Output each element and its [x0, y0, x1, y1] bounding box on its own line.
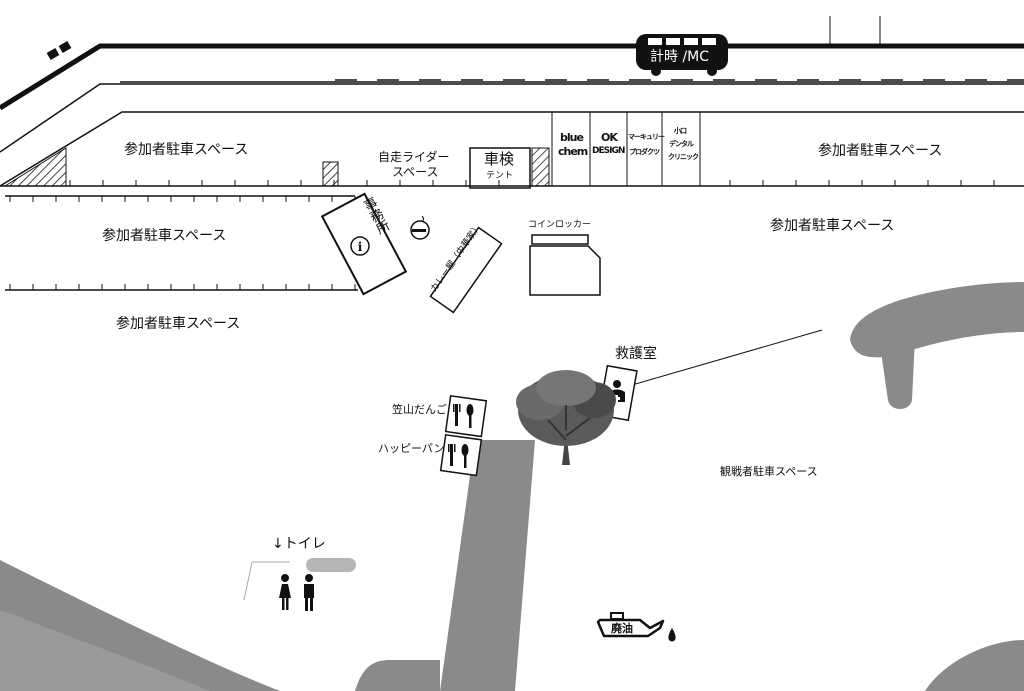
booth-oguchi-line2: デンタル — [669, 140, 694, 148]
parking-participants-label-3: 参加者駐車スペース — [102, 228, 227, 244]
self-rider-space-label-line2: スペース — [392, 165, 439, 179]
leader-line — [631, 329, 823, 386]
booth-ok-design-line2: DESIGN — [592, 146, 625, 156]
booth-blue-chem-line2: chem — [558, 145, 588, 158]
bus-icon — [636, 34, 728, 76]
office-building — [320, 192, 408, 296]
first-aid-label: 救護室 — [615, 346, 657, 362]
parking-participants-label-2: 参加者駐車スペース — [818, 143, 943, 159]
oil-can-icon — [596, 612, 676, 642]
tree-icon — [516, 370, 616, 465]
roads — [0, 282, 1024, 691]
happy-pan-label: ハッピーパン — [378, 442, 445, 455]
booth-mercury-line2: プロダクツ — [629, 148, 660, 156]
inspection-tent-label-line2: テント — [486, 171, 514, 181]
toilet-icon — [243, 561, 314, 611]
booth-blue-chem-line1: blue — [560, 131, 584, 144]
booth-oguchi-line1: 小口 — [674, 127, 687, 135]
parking-participants-label-4: 参加者駐車スペース — [770, 218, 895, 234]
hatched-zones — [3, 147, 550, 187]
parking-participants-label-1: 参加者駐車スペース — [124, 142, 249, 158]
booth-mercury-line1: マーキュリー — [628, 133, 665, 141]
parking-participants-label-5: 参加者駐車スペース — [116, 316, 241, 332]
info-icon: i — [350, 236, 370, 256]
booth-frames — [469, 112, 701, 189]
waste-oil-label: 廃油 — [611, 622, 633, 635]
toilet-label: ↓トイレ — [272, 536, 326, 552]
cutlery-icon — [448, 404, 474, 468]
svg-text:i: i — [358, 240, 363, 254]
coin-locker-label: コインロッカー — [528, 220, 592, 230]
booth-oguchi-line3: クリニック — [668, 153, 699, 161]
timing-mc-label: 計時 /MC — [650, 49, 710, 65]
self-rider-space-label-line1: 自走ライダー — [378, 150, 450, 164]
curry-shop-building — [429, 226, 503, 314]
booth-ok-design-line1: OK — [601, 131, 618, 144]
smoking-area-icon — [410, 215, 430, 240]
coin-locker-box — [529, 234, 601, 296]
inspection-tent-label-line1: 車検 — [484, 150, 515, 168]
parking-ticks — [9, 180, 995, 290]
spectator-parking-label: 観戦者駐車スペース — [720, 465, 818, 478]
gate-marks — [46, 41, 72, 60]
kasayama-dango-label: 笠山だんご — [392, 403, 447, 416]
